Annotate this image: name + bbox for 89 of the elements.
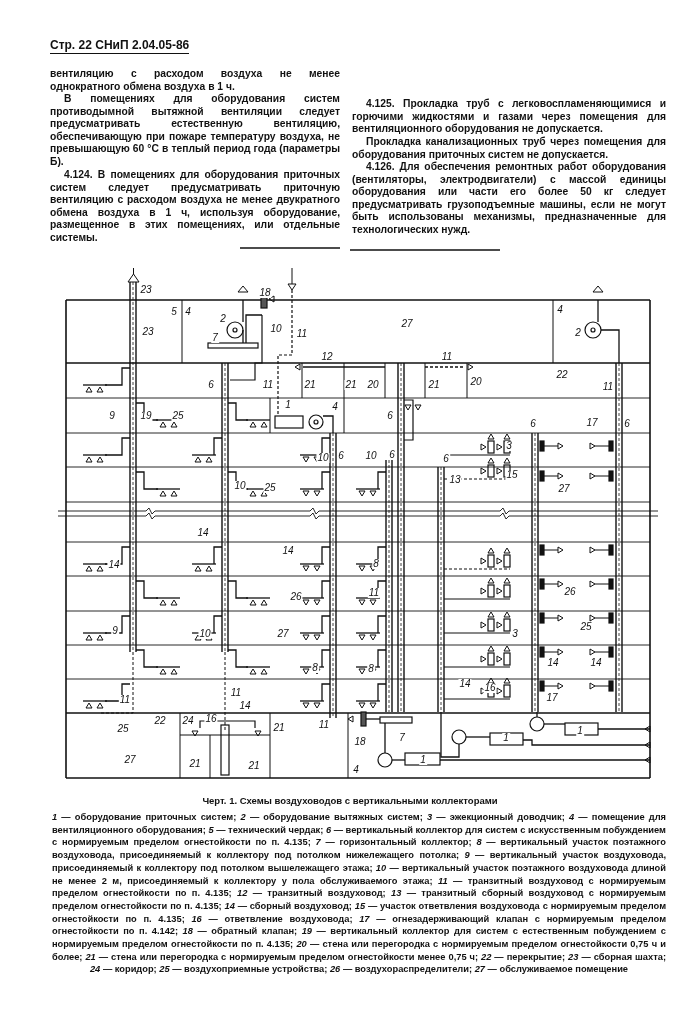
figure-caption: Черт. 1. Схемы воздуховодов с вертикальными коллекторами <box>201 795 499 806</box>
callout-number: 20 <box>366 380 380 390</box>
callout-number: 12 <box>320 352 334 362</box>
callout-number: 17 <box>585 418 599 428</box>
callout-number: 6 <box>386 411 394 421</box>
callout-number: 2 <box>219 314 227 324</box>
callout-number: 24 <box>181 716 195 726</box>
callout-number: 25 <box>171 411 185 421</box>
callout-number: 14 <box>589 658 603 668</box>
callout-number: 19 <box>139 411 153 421</box>
callout-number: 6 <box>388 450 396 460</box>
callout-number: 1 <box>502 733 510 743</box>
callout-number: 10 <box>233 481 247 491</box>
callout-number: 27 <box>400 319 414 329</box>
callout-number: 21 <box>427 380 441 390</box>
callout-number: 16 <box>483 683 497 693</box>
callout-number: 2 <box>574 328 582 338</box>
callout-number: 9 <box>111 626 119 636</box>
callout-number: 8 <box>367 664 375 674</box>
callout-number: 14 <box>238 701 252 711</box>
callout-number: 17 <box>545 693 559 703</box>
callout-number: 18 <box>258 288 272 298</box>
callout-number: 7 <box>211 333 219 343</box>
callout-number: 10 <box>364 451 378 461</box>
callout-number: 8 <box>311 663 319 673</box>
callout-number: 7 <box>398 733 406 743</box>
callout-number: 22 <box>153 716 167 726</box>
body-paragraph: 4.124. В помещениях для оборудования приточных систем следует предусматривать приточную вентиляцию с расходом воздуха не менее двукратного обмена воздуха в 1 ч, используя оборудование, размещенное в этих помещениях, или отдельные системы. <box>50 169 340 245</box>
callout-number: 27 <box>123 755 137 765</box>
callout-number: 13 <box>448 475 462 485</box>
callout-number: 1 <box>576 726 584 736</box>
callout-number: 6 <box>529 419 537 429</box>
callout-number: 4 <box>352 765 360 775</box>
callout-number: 4 <box>556 305 564 315</box>
callout-number: 8 <box>372 559 380 569</box>
callout-number: 14 <box>458 679 472 689</box>
callout-number: 1 <box>419 755 427 765</box>
callout-number: 22 <box>555 370 569 380</box>
body-paragraph: вентиляцию с расходом воздуха не менее однократного обмена воздуха в 1 ч. <box>50 68 340 93</box>
callout-number: 10 <box>316 453 330 463</box>
callout-number: 11 <box>261 380 275 390</box>
callout-number: 5 <box>170 307 178 317</box>
callout-number: 27 <box>557 484 571 494</box>
callout-number: 26 <box>563 587 577 597</box>
callout-number: 6 <box>442 454 450 464</box>
callout-number: 21 <box>272 723 286 733</box>
callout-number: 18 <box>353 737 367 747</box>
callout-number: 14 <box>281 546 295 556</box>
callout-number: 11 <box>118 695 132 705</box>
callout-number: 25 <box>579 622 593 632</box>
callout-number: 4 <box>331 402 339 412</box>
callout-number: 21 <box>344 380 358 390</box>
callout-number: 21 <box>303 380 317 390</box>
legend-explanation: 1 — оборудование приточных систем; 2 — оборудование вытяжных систем; 3 — эжекционный доводчик; 4 — помещение для вентиляционного оборудования; 5 — технический чердак; 6 — вертикальный коллектор для систем с искусственным побуждением с нормируемым пределом огнестойкости по п. 4.135; 7 — горизонтальный коллектор; 8 — вертикальный участок поэтажного воздуховода, присоединяемый к коллектору под потолком нижележащего потолка; 9 — вертикальный участок воздуховода, присоединяемый к коллектору под потолком вышележащего этажа; 10 — вертикальный участок поэтажного воздуховода длиной не менее 2 м, присоединяемый к коллектору у пола обслуживаемого этажа; 11 — транзитный воздуховод с нормируемым пределом огнестойкости по п. 4.135; 12 — транзитный воздуховод; 13 — транзитный сборный воздуховод с нормируемым пределом огнестойкости по п. 4.135; 14 — сборный воздуховод; 15 — участок ответвления воздуховода с нормируемым пределом огнестойкости по п. 4.135; 16 — ответвление воздуховода; 17 — огнезадерживающий клапан с нормируемым пределом огнестойкости по п. 4.142; 18 — обратный клапан; 19 — вертикальный коллектор для систем с естественным побуждением с нормируемым пределом огнестойкости по п. 4.135; 20 — стена или перегородка с нормируемым пределом огнестойкости 0,75 ч и более; 21 — стена или перегородка с нормируемым пределом огнестойкости менее 0,75 ч; 22 — перекрытие; 23 — сборная шахта; 24 — коридор; 25 — воздухоприемные устройства; 26 — воздухораспределители; 27 — обслуживаемое помещение <box>52 811 666 977</box>
callout-number: 6 <box>623 419 631 429</box>
callout-number: 3 <box>511 629 519 639</box>
body-paragraph: 4.126. Для обеспечения ремонтных работ оборудования (вентиляторы, электродвигатели) с массой единицы оборудования или части его более 50 кг следует предусматривать грузоподъемные машины, если не могут быть использованы механизмы, предназначенные для технологических нужд. <box>352 161 666 237</box>
callout-number: 16 <box>204 714 218 724</box>
body-paragraph: Прокладка канализационных труб через помещения для оборудования приточных систем не допускается. <box>352 136 666 161</box>
callout-number: 10 <box>198 629 212 639</box>
callout-number: 11 <box>317 720 331 730</box>
callout-number: 15 <box>505 470 519 480</box>
callout-number: 20 <box>469 377 483 387</box>
callout-number: 23 <box>141 327 155 337</box>
body-paragraph: В помещениях для оборудования систем противодымной вытяжной вентиляции следует предусматривать естественную вентиляцию, обеспечивающую при пожаре температуру воздуха, не превышающую 60 °С в теплый период года (параметры Б). <box>50 93 340 169</box>
callout-number: 14 <box>196 528 210 538</box>
callout-number: 11 <box>229 688 243 698</box>
callout-number: 9 <box>108 411 116 421</box>
callout-number: 14 <box>546 658 560 668</box>
callout-number: 25 <box>116 724 130 734</box>
callout-number: 6 <box>207 380 215 390</box>
callout-number: 11 <box>295 329 309 339</box>
callout-number: 3 <box>505 441 513 451</box>
callout-number: 27 <box>276 629 290 639</box>
body-paragraph: 4.125. Прокладка труб с легковоспламеняющимися и горючими жидкостями и газами через помещения для вентиляционного оборудования не допускается. <box>352 98 666 136</box>
callout-number: 11 <box>440 352 454 362</box>
callout-number: 21 <box>247 761 261 771</box>
callout-number: 23 <box>139 285 153 295</box>
callout-number: 11 <box>601 382 615 392</box>
callout-number: 25 <box>263 483 277 493</box>
callout-number: 14 <box>107 560 121 570</box>
callout-number: 10 <box>269 324 283 334</box>
callout-number: 6 <box>337 451 345 461</box>
callout-number: 1 <box>284 400 292 410</box>
callout-number: 21 <box>188 759 202 769</box>
page-header: Стр. 22 СНиП 2.04.05-86 <box>50 38 190 54</box>
callout-number: 11 <box>367 588 381 598</box>
callout-number: 26 <box>289 592 303 602</box>
callout-number: 4 <box>184 307 192 317</box>
